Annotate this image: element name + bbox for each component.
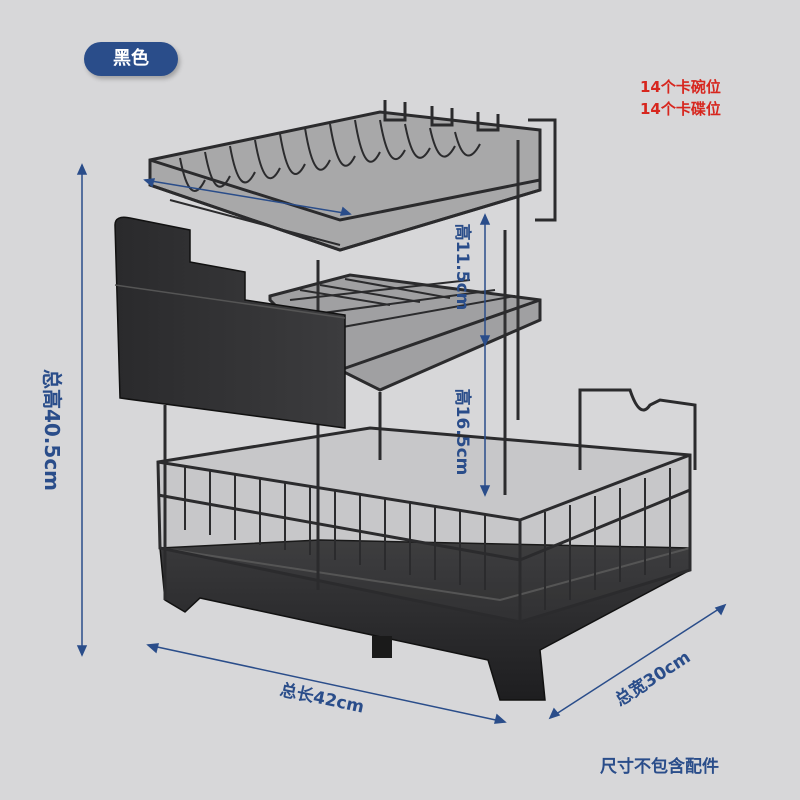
drip-tray: [159, 539, 691, 701]
top-tier-plate-rack: [148, 100, 557, 252]
plate-rack-width-line: [144, 179, 351, 215]
bowl-slots-note: 14个卡碗位: [640, 78, 721, 96]
color-badge: 黑色: [84, 42, 178, 76]
plate-slots-note: 14个卡碟位: [640, 100, 721, 118]
upper-tier-height-label: 高11.5cm: [452, 223, 472, 311]
lower-tier-height-label: 高16.5cm: [452, 388, 472, 476]
bottom-basket: [156, 388, 697, 624]
dimension-lines: [76, 163, 727, 724]
total-length-line: [147, 644, 506, 723]
utensil-holder: [114, 216, 346, 429]
total-height-label: 总高40.5cm: [40, 368, 64, 492]
slot-notes: 14个卡碗位 14个卡碟位: [640, 76, 721, 120]
drain-spout: [372, 636, 392, 658]
accessories-footnote: 尺寸不包含配件: [600, 757, 719, 777]
total-width-line: [549, 604, 726, 719]
